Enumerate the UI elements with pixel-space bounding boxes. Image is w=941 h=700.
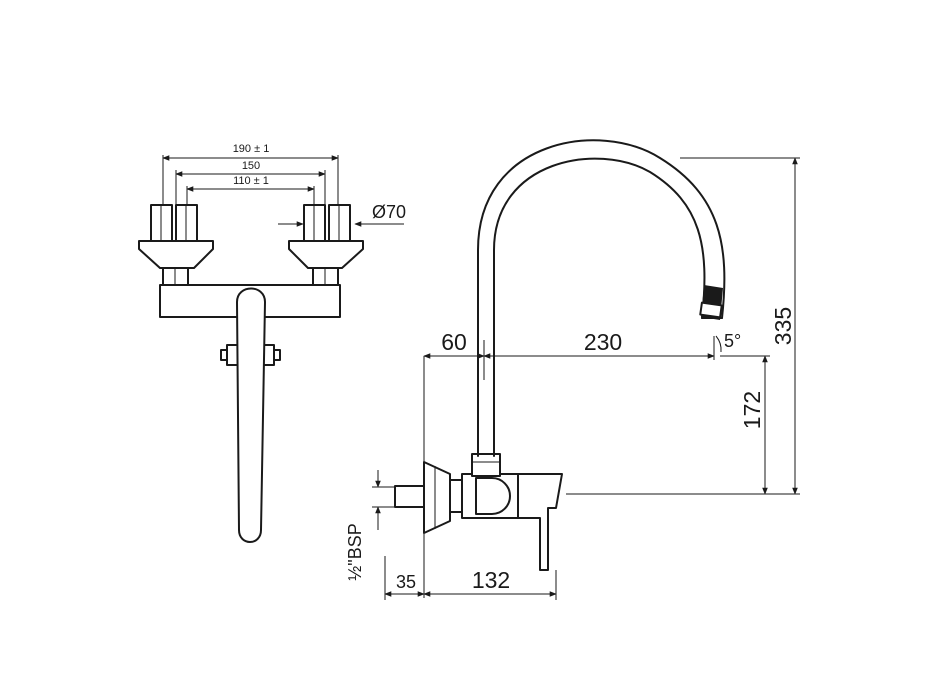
valve-body (461, 473, 563, 571)
gooseneck-spout-inner (493, 157, 706, 457)
thread-label: ½"BSP (345, 523, 365, 580)
dim-offset: 60 (441, 329, 467, 355)
aerator (699, 285, 723, 320)
front-dimension-lines (162, 155, 404, 227)
dim-depth: 132 (472, 567, 510, 593)
dim-angle: 5° (724, 331, 741, 351)
right-inlet (288, 204, 364, 286)
side-dimension-lines (372, 157, 798, 597)
side-view: 60 230 5° 335 172 35 132 ½"BSP (345, 139, 800, 600)
left-inlet (138, 204, 214, 286)
dim-inner-width: 110 ± 1 (233, 175, 269, 187)
dim-mid-width: 150 (242, 160, 260, 172)
side-extension-lines (384, 157, 800, 600)
gooseneck-spout-outer (477, 139, 726, 457)
front-spout (236, 287, 266, 543)
dim-spout-height: 172 (739, 391, 765, 429)
wall-fitting (394, 461, 463, 534)
front-view: 190 ± 1 150 110 ± 1 Ø70 (138, 143, 406, 543)
dim-wall: 35 (396, 572, 416, 592)
dim-overall-width: 190 ± 1 (233, 143, 270, 155)
dim-diameter: Ø70 (372, 202, 406, 222)
dim-reach: 230 (584, 329, 622, 355)
dim-total-height: 335 (770, 307, 796, 345)
riser (471, 453, 501, 477)
